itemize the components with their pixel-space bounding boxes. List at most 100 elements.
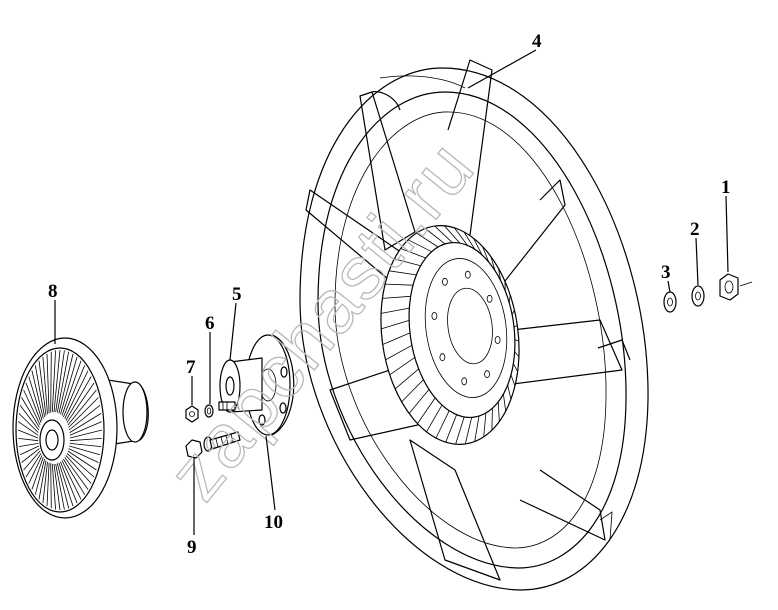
fan-clutch [12, 337, 149, 519]
callout-4: 4 [532, 31, 542, 52]
clutch-fin [55, 350, 65, 413]
clutch-fin [18, 413, 39, 433]
fan-hub [380, 225, 520, 445]
clutch-fin [19, 405, 40, 431]
clutch-fin [50, 463, 52, 509]
clutch-fin [31, 370, 44, 419]
hub-fin [513, 325, 518, 328]
hub-fin [408, 389, 430, 414]
clutch-fin [51, 350, 56, 413]
hub-bolt-holes [431, 270, 501, 386]
hub-fin [385, 344, 413, 361]
clutch-fin [69, 443, 102, 447]
hub-fin [498, 268, 501, 281]
clutch-fin [69, 429, 103, 439]
clutch-fin [60, 356, 78, 415]
clutch-fin [50, 351, 52, 413]
leader-lines [54, 49, 729, 535]
clutch-fin [28, 376, 43, 421]
hub-fin [382, 295, 411, 299]
hub-fin [463, 231, 476, 250]
clutch-fin [60, 461, 78, 504]
hub-fin [416, 232, 439, 248]
hub-fin [497, 401, 500, 422]
callout-6: 6 [205, 313, 215, 334]
callout-2: 2 [690, 219, 700, 240]
clutch-fin [42, 356, 48, 415]
callout-5: 5 [232, 284, 242, 305]
clutch-fin [66, 452, 95, 478]
clutch-fin [28, 455, 43, 484]
hub-fin [394, 258, 421, 267]
clutch-fin [69, 413, 102, 433]
hub-bolt-hole [484, 370, 491, 379]
clutch-fin [56, 463, 70, 509]
hub-bolt-hole [461, 377, 468, 386]
hub-cooling-fins [381, 225, 520, 445]
hub-fin [490, 256, 496, 271]
clutch-fin [66, 382, 95, 423]
callout-9: 9 [187, 537, 197, 558]
clutch-fin [46, 462, 50, 507]
clutch-fin [18, 443, 39, 447]
hub-fin [482, 246, 490, 263]
hub-fin [445, 414, 457, 443]
clutch-fin [61, 360, 82, 416]
hub-fin [510, 374, 516, 387]
hub-fin [508, 295, 511, 303]
clutch-fin [25, 453, 42, 478]
callout-labels: 1 2 3 4 5 6 7 8 9 10 [48, 31, 731, 558]
clutch-fin [21, 397, 40, 428]
hub-fin [453, 227, 468, 246]
clutch-fin [68, 397, 99, 428]
clutch-fin [18, 438, 39, 442]
clutch-fin [23, 450, 41, 471]
fan-blades [305, 59, 631, 581]
hub-fin [381, 307, 410, 314]
hub-bolt-hole [431, 312, 438, 320]
washer-3 [663, 291, 677, 313]
hub-fin [389, 270, 417, 276]
clutch-fin [64, 370, 89, 419]
hub-fin [407, 239, 432, 253]
callout-10: 10 [264, 512, 283, 533]
clutch-fin [53, 463, 61, 511]
hub-bolt-hole [439, 353, 446, 362]
hub-fin [483, 412, 487, 437]
callout-8: 8 [48, 281, 58, 302]
clutch-fin [61, 460, 82, 500]
clutch-radial-fins [17, 349, 103, 511]
hub-bolt-hole [494, 336, 501, 344]
hub-fin [426, 404, 443, 433]
hub-bolt-hole [464, 270, 471, 279]
stud-6 [218, 401, 236, 411]
clutch-fin [38, 460, 47, 500]
clutch-fin [68, 448, 99, 463]
hub-fin [434, 225, 453, 243]
hub-fin [444, 225, 461, 244]
hub-fin [417, 397, 436, 424]
clutch-fin [46, 353, 50, 414]
hub-fin [382, 332, 411, 345]
clutch-fin [65, 455, 92, 484]
hub-fin [473, 238, 483, 256]
hub-fin [389, 357, 416, 376]
clutch-fin [38, 360, 47, 416]
clutch-fin [21, 448, 40, 463]
hub-bolt-hole [486, 294, 493, 303]
hub-fin [491, 408, 493, 431]
hub-fin [503, 394, 507, 412]
clutch-fin [69, 445, 101, 456]
hub-bolt-hole [441, 277, 448, 286]
hub-fin [435, 410, 450, 439]
clutch-fin [58, 353, 74, 414]
clutch-fin [17, 421, 39, 436]
clutch-fin [68, 404, 101, 431]
clutch-fin [67, 450, 97, 471]
clutch-fin [17, 429, 39, 439]
clutch-fin [51, 463, 56, 510]
clutch-fin [69, 438, 102, 442]
clutch-fin [53, 349, 61, 413]
lock-washer-2 [691, 285, 705, 307]
